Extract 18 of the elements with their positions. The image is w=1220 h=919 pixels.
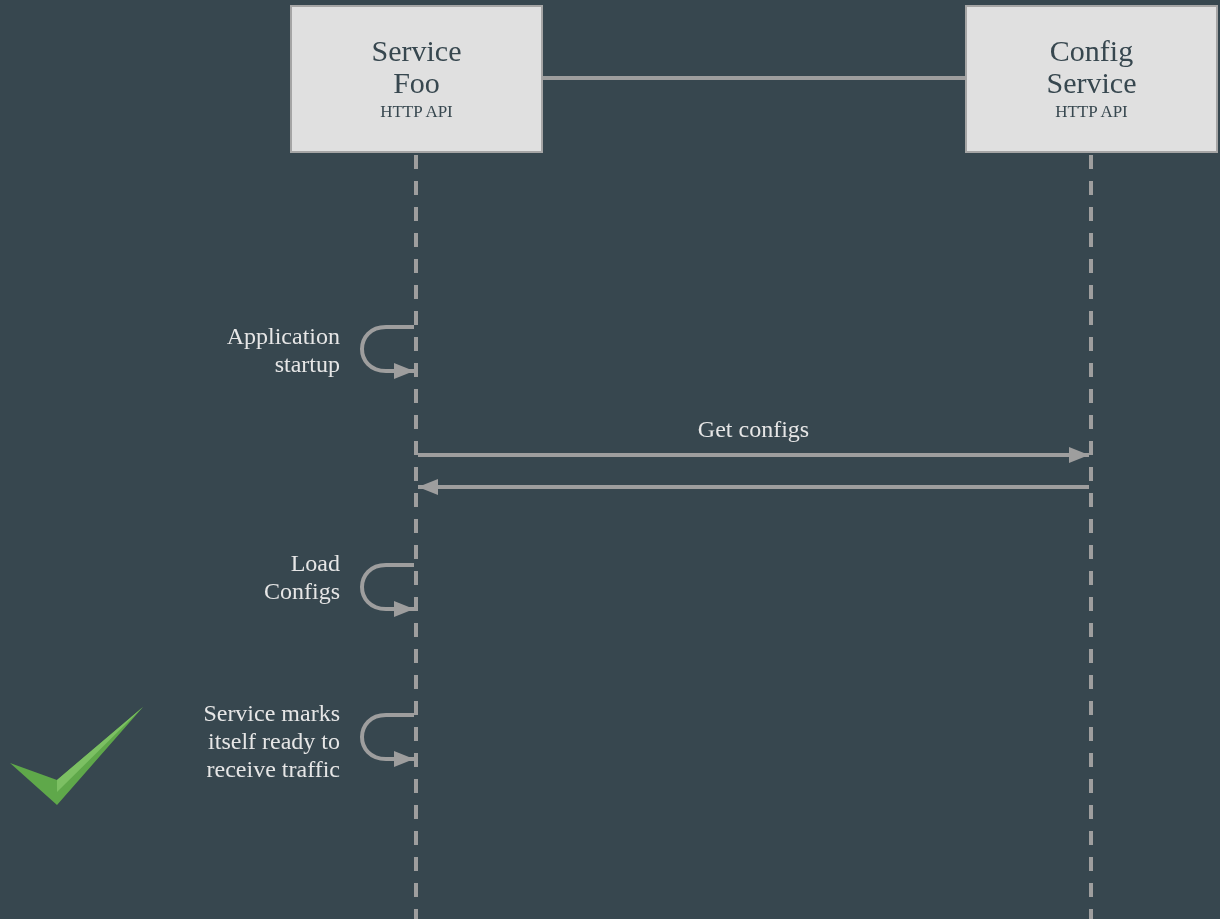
participant-name: Config Service [1045,35,1138,99]
participant-name: Service Foo [370,35,463,99]
lifeline [414,155,418,919]
message-arrow [418,447,1089,463]
connector-line [543,76,965,80]
participant-type: HTTP API [380,101,453,123]
lifeline [1089,155,1093,919]
message-label: Get configs [696,415,811,443]
self-message-arrow [360,713,414,767]
message-arrow [418,479,1089,495]
message-label: Service marks itself ready to receive traffic [202,699,340,783]
participant-type: HTTP API [1055,101,1128,123]
message-label: Application startup [225,322,340,378]
message-label: Load Configs [263,549,340,605]
self-message-arrow [360,563,414,617]
participant-box [290,5,543,153]
self-message-arrow [360,325,414,379]
participant-box [965,5,1218,153]
